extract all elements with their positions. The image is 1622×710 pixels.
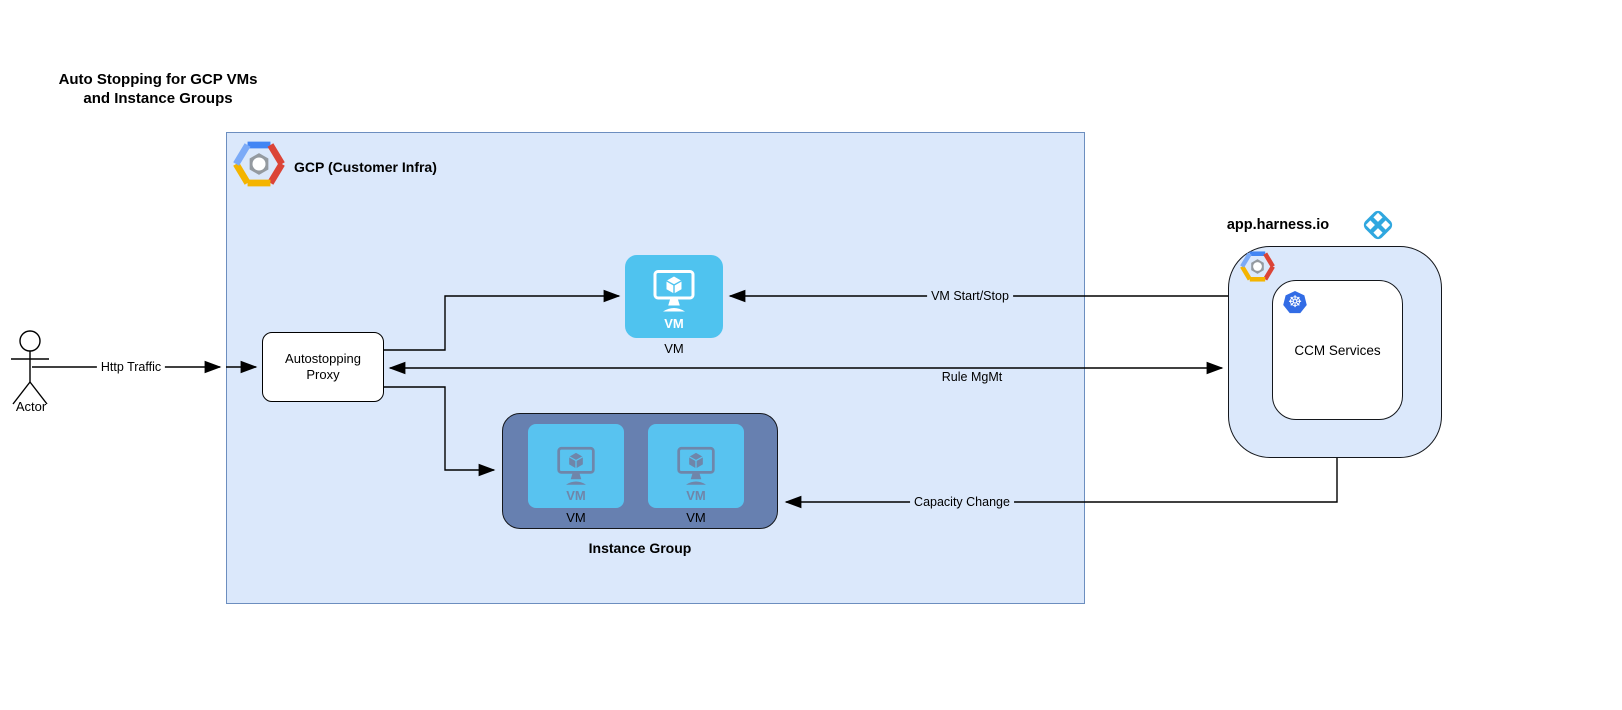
edge-proxy-to-vm xyxy=(384,289,621,351)
edge-label-rule-mgmt: Rule MgMt xyxy=(941,370,1003,384)
instance-group-caption: Instance Group xyxy=(588,540,692,556)
harness-logo-icon xyxy=(1363,210,1393,240)
actor-figure xyxy=(11,330,49,405)
instance-group-vm-caption: VM xyxy=(686,510,706,525)
instance-group-vm-node: VM xyxy=(648,424,744,508)
autostopping-proxy-node: Autostopping Proxy xyxy=(262,332,384,402)
edge-label-http-traffic: Http Traffic xyxy=(96,360,166,374)
edge-label-capacity-change: Capacity Change xyxy=(910,495,1014,509)
edge-label-vm-start-stop: VM Start/Stop xyxy=(927,289,1013,303)
edge-proxy-to-instance-group xyxy=(384,386,496,477)
vm-monitor-icon xyxy=(557,446,595,485)
vm-inner-label: VM xyxy=(566,488,586,503)
gcp-container-label: GCP (Customer Infra) xyxy=(294,159,437,175)
instance-group-box: VM VM VM VM xyxy=(502,413,778,529)
harness-label: app.harness.io xyxy=(1226,217,1330,233)
kubernetes-icon: ☸ xyxy=(1283,291,1307,314)
vm-inner-label: VM xyxy=(686,488,706,503)
instance-group-vm-caption: VM xyxy=(566,510,586,525)
instance-group-vm-node: VM xyxy=(528,424,624,508)
vm-node: VM xyxy=(625,255,723,338)
edge-capacity-change xyxy=(784,458,1338,509)
vm-inner-label: VM xyxy=(664,316,684,331)
vm-monitor-icon xyxy=(677,446,715,485)
diagram-title: Auto Stopping for GCP VMs and Instance G… xyxy=(58,71,258,107)
ccm-services-label: CCM Services xyxy=(1294,342,1381,358)
gcp-logo-small xyxy=(1240,251,1275,282)
vm-monitor-icon xyxy=(653,270,695,312)
vm-caption: VM xyxy=(664,341,684,356)
gcp-logo xyxy=(233,141,285,187)
actor-label: Actor xyxy=(15,399,47,414)
